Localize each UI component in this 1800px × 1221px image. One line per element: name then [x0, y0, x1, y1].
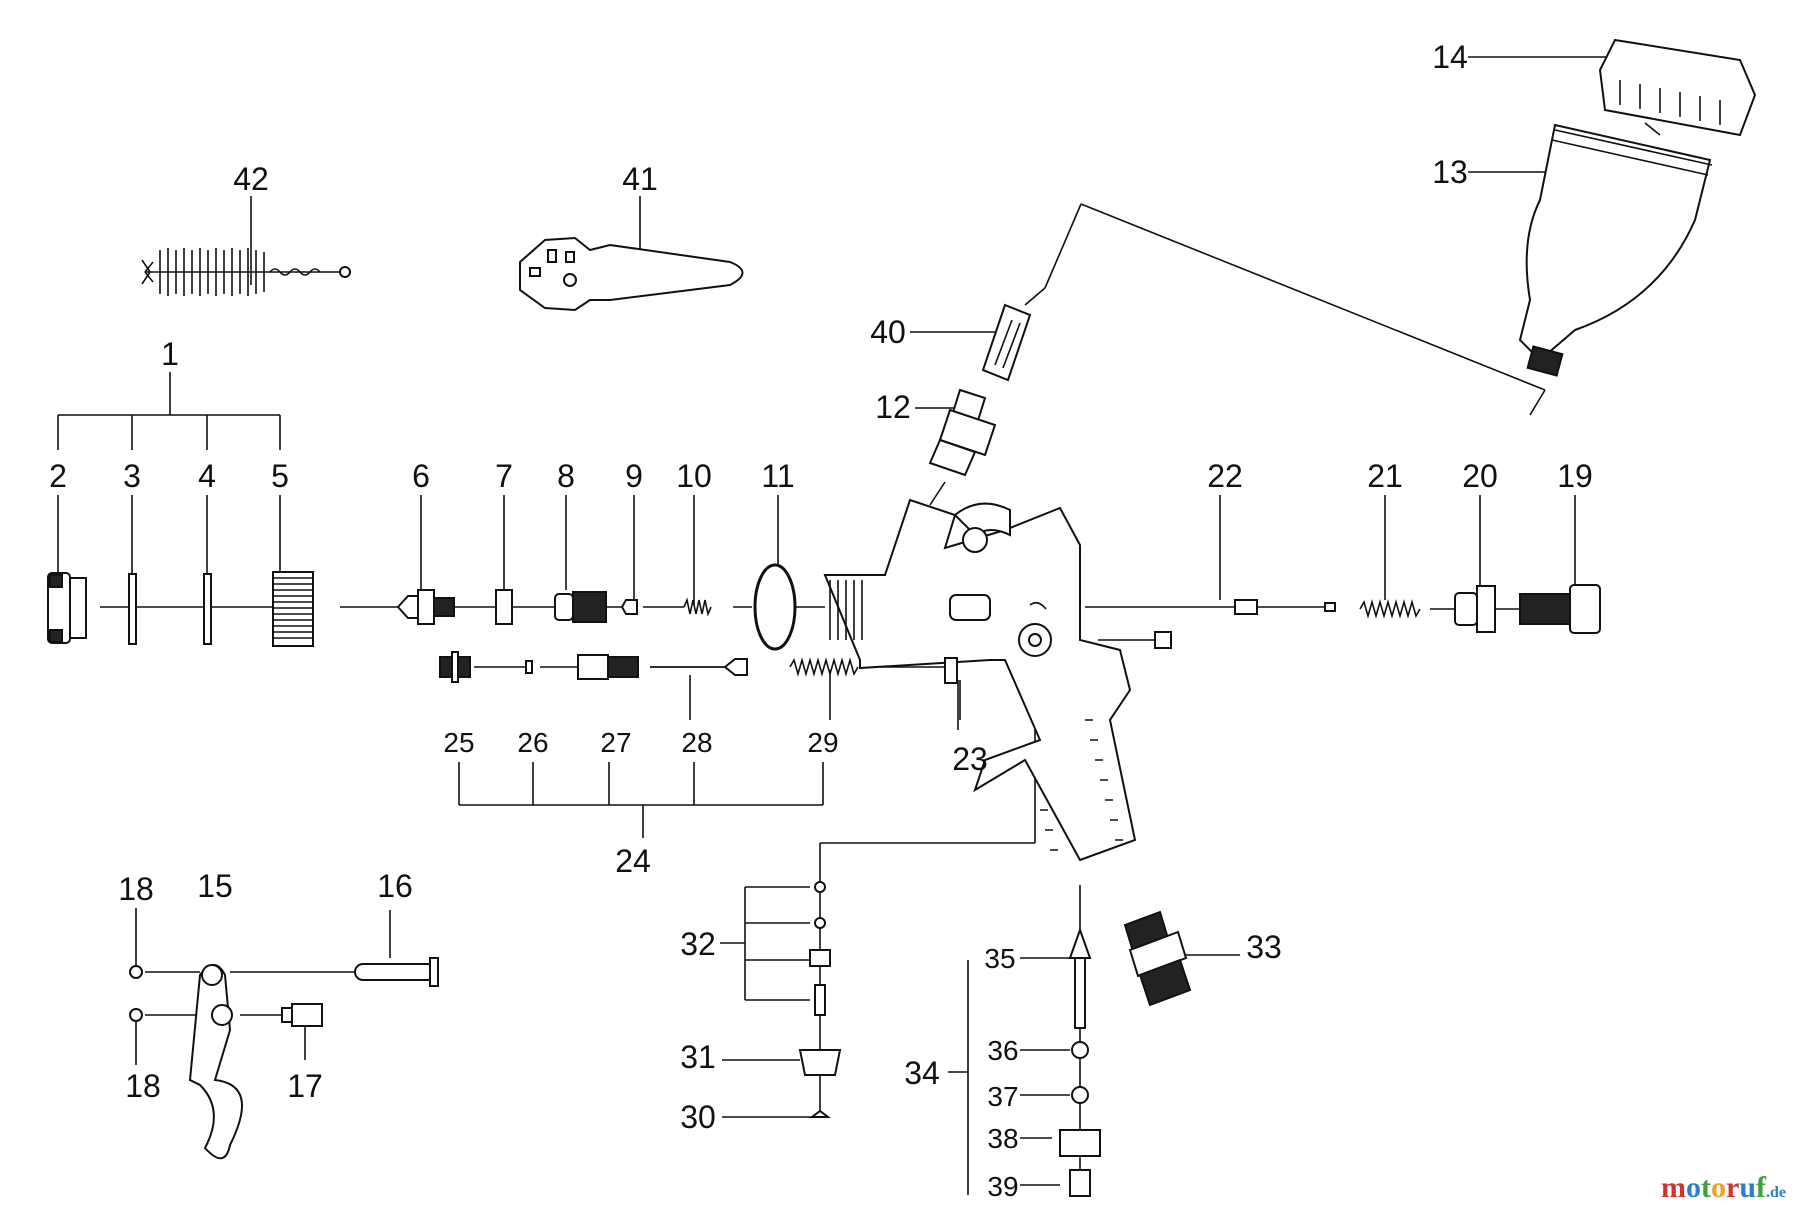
motoruf-watermark: motoruf.de: [1661, 1171, 1786, 1205]
washer-4: [203, 573, 212, 645]
fluid-nozzle: [396, 589, 455, 625]
air-cap: [47, 572, 87, 644]
watermark-letter: u: [1739, 1171, 1756, 1204]
label-27: 27: [600, 727, 631, 758]
label-39: 39: [987, 1171, 1018, 1202]
label-11: 11: [761, 458, 794, 494]
label-17: 17: [287, 1068, 323, 1104]
label-22: 22: [1207, 458, 1243, 494]
label-26: 26: [517, 727, 548, 758]
label-34: 34: [904, 1055, 940, 1091]
part-labels: 1 2 3 4 5 6 7 8 9 10 11 12 13 14 15 16 1…: [49, 39, 1593, 1202]
watermark-letter: o: [1685, 1171, 1701, 1204]
seal-7: [495, 589, 513, 625]
spanner-wrench: [519, 236, 744, 312]
label-18-top: 18: [118, 871, 154, 907]
label-41: 41: [622, 161, 658, 197]
spray-gun-body: [823, 498, 1137, 862]
air-regulator-parts: [1059, 927, 1101, 1197]
clip-18b: [129, 1008, 143, 1022]
cup-lid: [1598, 38, 1757, 137]
watermark-letter: f: [1756, 1171, 1766, 1204]
label-10: 10: [676, 458, 712, 494]
label-15: 15: [197, 868, 233, 904]
label-25: 25: [443, 727, 474, 758]
label-5: 5: [271, 458, 289, 494]
label-33: 33: [1246, 929, 1282, 965]
cleaning-brush: [141, 248, 351, 296]
paint-cup: [1518, 123, 1713, 377]
packing-9: [620, 599, 638, 615]
clip-18a: [129, 965, 143, 979]
trigger-screw: [281, 1003, 323, 1027]
label-29: 29: [807, 727, 838, 758]
label-6: 6: [412, 458, 430, 494]
spreader-valve-parts: [439, 651, 859, 683]
watermark-letter: m: [1660, 1171, 1686, 1204]
watermark-brand: motoruf: [1661, 1171, 1766, 1204]
label-40: 40: [870, 314, 906, 350]
label-28: 28: [681, 727, 712, 758]
watermark-letter: o: [1710, 1171, 1726, 1204]
label-20: 20: [1462, 458, 1498, 494]
label-36: 36: [987, 1035, 1018, 1066]
watermark-letter: r: [1725, 1171, 1740, 1204]
label-9: 9: [625, 458, 643, 494]
label-19: 19: [1557, 458, 1593, 494]
label-38: 38: [987, 1123, 1018, 1154]
label-35: 35: [984, 943, 1015, 974]
watermark-letter: t: [1700, 1171, 1711, 1204]
trigger: [188, 964, 243, 1160]
needle-spring: [1359, 599, 1421, 619]
label-8: 8: [557, 458, 575, 494]
spring-10: [683, 597, 712, 617]
label-32: 32: [680, 926, 716, 962]
label-18-bottom: 18: [125, 1068, 161, 1104]
cap-small: [1154, 631, 1172, 649]
label-42: 42: [233, 161, 269, 197]
label-24: 24: [615, 843, 651, 879]
label-30: 30: [680, 1099, 716, 1135]
label-3: 3: [123, 458, 141, 494]
label-37: 37: [987, 1081, 1018, 1112]
fluid-needle: [1135, 599, 1336, 615]
label-4: 4: [198, 458, 216, 494]
air-inlet-connector: [1123, 910, 1192, 1007]
label-16: 16: [377, 868, 413, 904]
plug-23: [944, 657, 958, 684]
label-31: 31: [680, 1039, 716, 1075]
packing-screw: [554, 591, 607, 623]
label-14: 14: [1432, 39, 1468, 75]
o-ring: [753, 563, 797, 651]
strainer-filter: [981, 287, 1046, 382]
watermark-tld: .de: [1766, 1184, 1786, 1201]
trigger-pin: [354, 957, 439, 987]
air-valve-stack: [809, 881, 831, 1016]
label-23: 23: [952, 741, 988, 777]
label-21: 21: [1367, 458, 1403, 494]
retaining-ring: [272, 571, 314, 647]
air-knob: [798, 1049, 842, 1076]
washer-3: [128, 573, 137, 645]
tank-coupling: [928, 388, 997, 477]
adjusting-bushing: [1454, 585, 1496, 633]
fluid-adjustment-knob: [1519, 584, 1601, 634]
label-12: 12: [875, 389, 911, 425]
label-1: 1: [161, 336, 179, 372]
label-2: 2: [49, 458, 67, 494]
label-7: 7: [495, 458, 513, 494]
label-13: 13: [1432, 154, 1468, 190]
valve-stem: [809, 1109, 831, 1118]
